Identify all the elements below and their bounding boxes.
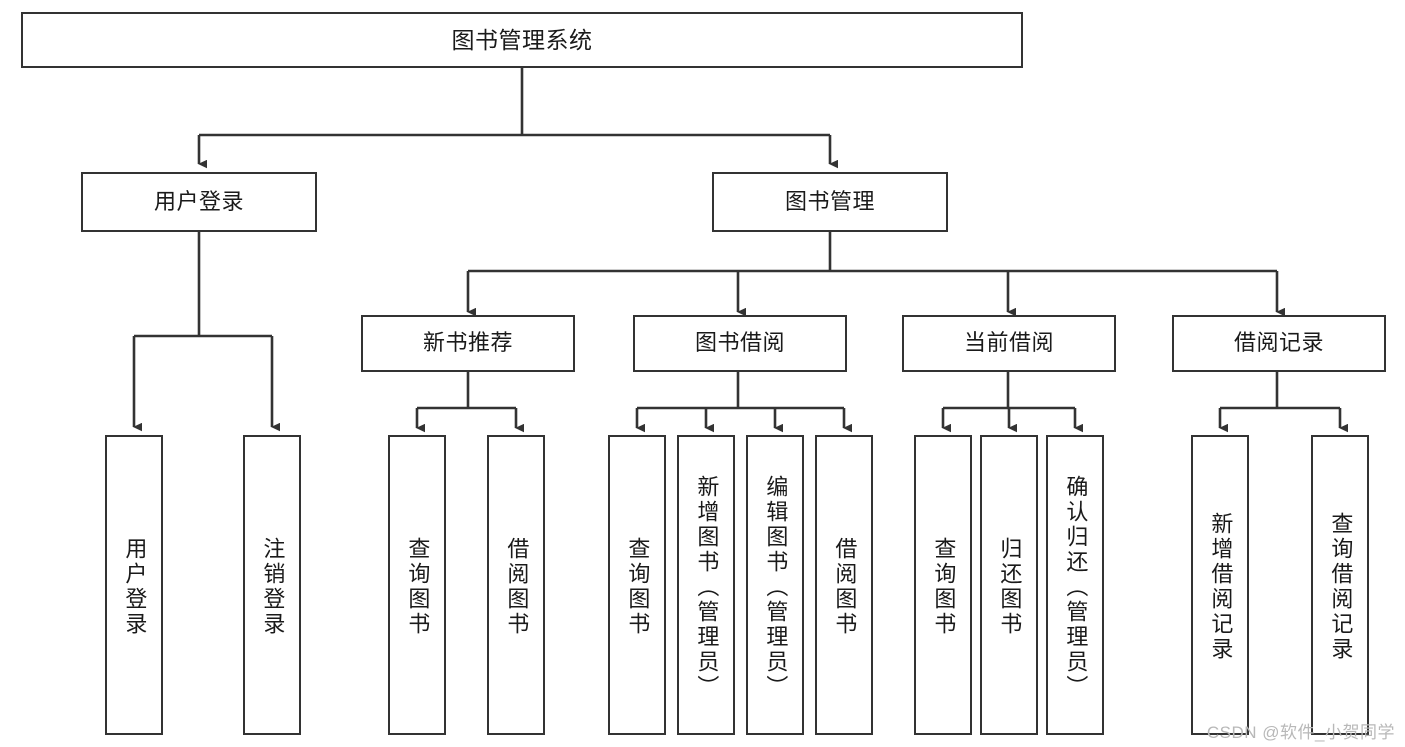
node-leaf-query-book-borrow[interactable]: 查询图书 [608, 435, 666, 735]
node-leaf-confirm-return-admin[interactable]: 确认归还（管理员） [1046, 435, 1104, 735]
node-leaf-user-login[interactable]: 用户登录 [105, 435, 163, 735]
node-leaf-add-borrow-record[interactable]: 新增借阅记录 [1191, 435, 1249, 735]
node-new-book-recommend[interactable]: 新书推荐 [361, 315, 575, 372]
node-label: 查询图书 [625, 537, 651, 637]
node-label: 图书借阅 [694, 330, 785, 356]
node-leaf-add-book-admin[interactable]: 新增图书（管理员） [677, 435, 735, 735]
csdn-watermark: CSDN @软件_小贺同学 [1206, 723, 1395, 742]
node-label: 用户登录 [153, 188, 244, 214]
node-leaf-edit-book-admin[interactable]: 编辑图书（管理员） [746, 435, 804, 735]
node-label: 归还图书 [997, 537, 1023, 637]
node-current-borrow[interactable]: 当前借阅 [902, 315, 1116, 372]
node-label: 借阅图书 [504, 537, 530, 637]
node-label: 新增图书（管理员） [694, 474, 720, 700]
node-label: 图书管理 [784, 188, 875, 214]
node-leaf-borrow-book[interactable]: 借阅图书 [815, 435, 873, 735]
node-label: 借阅记录 [1233, 330, 1324, 356]
node-user-login[interactable]: 用户登录 [81, 172, 317, 232]
node-label: 编辑图书（管理员） [763, 474, 789, 700]
node-label: 当前借阅 [963, 330, 1054, 356]
node-label: 新增借阅记录 [1208, 512, 1234, 662]
node-leaf-logout-login[interactable]: 注销登录 [243, 435, 301, 735]
node-root-book-management-system[interactable]: 图书管理系统 [21, 12, 1023, 68]
node-label: 确认归还（管理员） [1063, 474, 1089, 700]
node-label: 新书推荐 [422, 330, 513, 356]
node-label: 借阅图书 [832, 537, 858, 637]
node-leaf-return-book[interactable]: 归还图书 [980, 435, 1038, 735]
node-label: 查询图书 [405, 537, 431, 637]
node-label: 用户登录 [122, 537, 148, 637]
node-borrow-record[interactable]: 借阅记录 [1172, 315, 1386, 372]
node-label: 注销登录 [260, 537, 286, 637]
node-label: 查询图书 [931, 537, 957, 637]
node-leaf-borrow-book-newbook[interactable]: 借阅图书 [487, 435, 545, 735]
node-leaf-query-book-current[interactable]: 查询图书 [914, 435, 972, 735]
node-label: 查询借阅记录 [1328, 512, 1354, 662]
node-leaf-query-borrow-record[interactable]: 查询借阅记录 [1311, 435, 1369, 735]
node-book-borrow[interactable]: 图书借阅 [633, 315, 847, 372]
node-leaf-query-book-newbook[interactable]: 查询图书 [388, 435, 446, 735]
node-label: 图书管理系统 [451, 26, 593, 53]
node-book-management[interactable]: 图书管理 [712, 172, 948, 232]
